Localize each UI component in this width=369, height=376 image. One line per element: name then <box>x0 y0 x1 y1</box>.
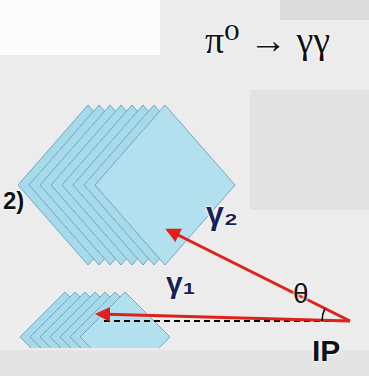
front-plate <box>95 105 235 265</box>
background-patch <box>0 0 160 55</box>
interaction-point-label: IP <box>312 334 340 367</box>
angle-label: θ <box>293 279 309 310</box>
photon-label: γ₁ <box>166 266 195 299</box>
item-number: 2) <box>3 188 24 214</box>
background-patch <box>280 0 369 20</box>
photon-label: γ₂ <box>206 196 238 231</box>
angle-arc <box>322 309 325 321</box>
reaction-title: π⁰ → γγ <box>205 20 330 62</box>
background-patch <box>250 90 369 210</box>
photon-ray <box>98 314 350 321</box>
upper-calorimeter-stack <box>18 105 235 265</box>
photon-ray <box>168 230 350 321</box>
